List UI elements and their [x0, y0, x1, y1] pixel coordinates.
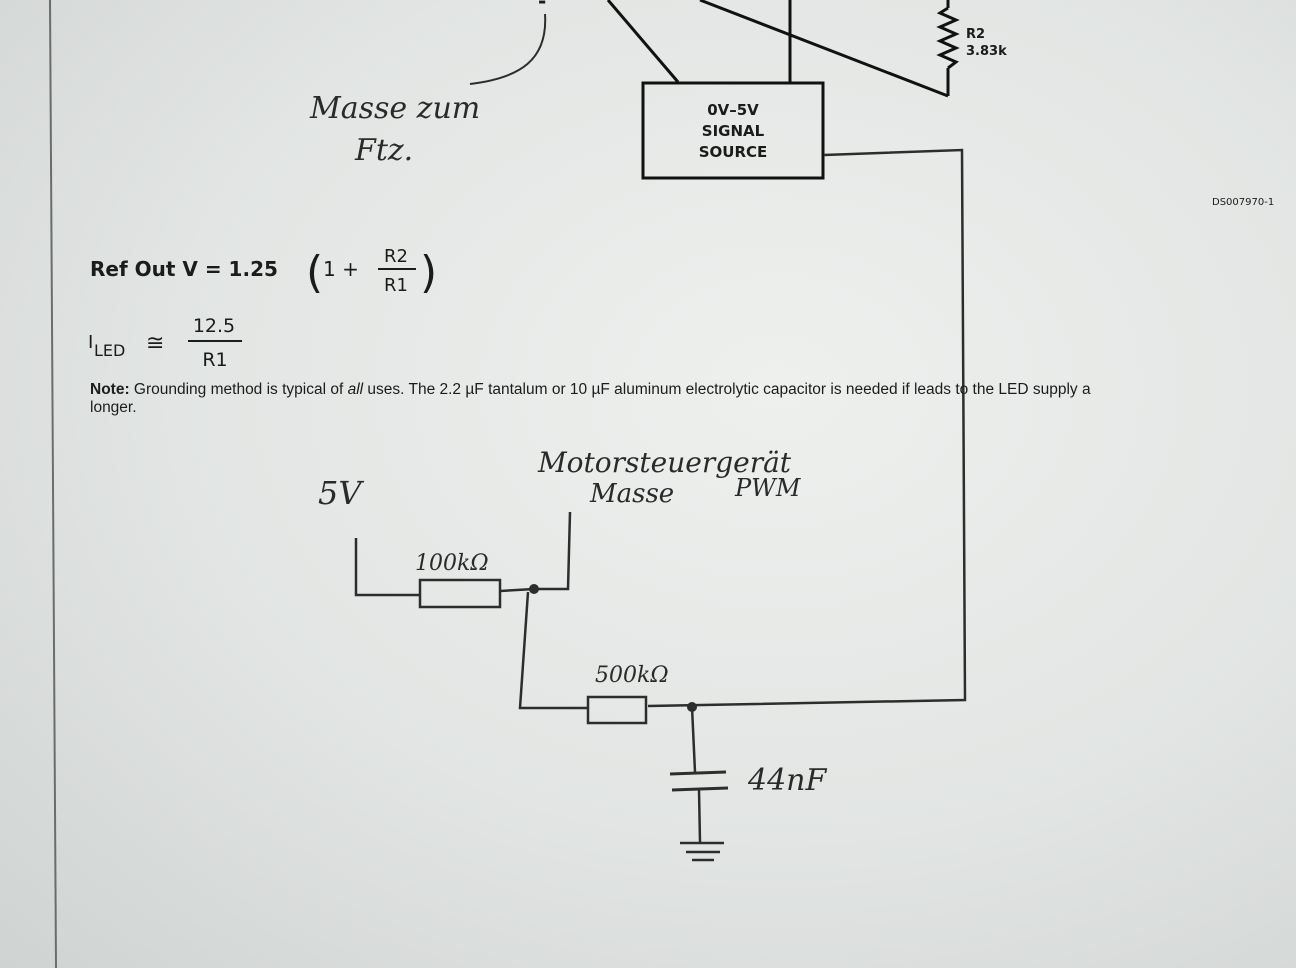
pencil-wire-junction-down: [518, 591, 588, 710]
signal-source-line-3: SOURCE: [699, 143, 768, 161]
wire-diagonal-long: [699, 0, 949, 98]
formula-frac-num: R2: [384, 246, 408, 267]
handwritten-pwm: PWM: [734, 474, 802, 502]
resistor-500k: [586, 695, 648, 725]
i-led-denominator: R1: [202, 349, 227, 371]
minus-sign: -: [538, 0, 546, 13]
pencil-wire-signal-return: [647, 148, 967, 708]
pencil-wire-cap-top: [690, 706, 697, 773]
signal-source-box: [641, 81, 825, 180]
handwritten-masse-line-1: Masse zum: [309, 91, 480, 126]
masse-arrow-line: [469, 13, 547, 85]
handwritten-masse-line-2: Ftz.: [354, 133, 413, 168]
formula-close-paren: ): [420, 247, 437, 298]
wire-diagonal-left: [606, 0, 680, 83]
pencil-wire-cap-bottom: [697, 789, 702, 843]
r2-resistor-symbol: [936, 6, 960, 70]
pencil-wire-motor-masse: [534, 511, 572, 591]
pencil-wire-5v: [354, 538, 420, 597]
capacitor-plate-top: [669, 770, 727, 776]
pencil-wire-100k-right: [499, 587, 535, 593]
formula-open-paren: (: [306, 247, 323, 298]
note-label: Note:: [90, 381, 130, 398]
capacitor-plate-bottom: [671, 786, 729, 792]
i-led-subscript: LED: [94, 341, 125, 360]
formula-one-plus: 1 +: [323, 257, 359, 281]
grounding-note: Note: Grounding method is typical of all…: [90, 381, 1296, 417]
handwritten-5v: 5V: [318, 474, 364, 512]
page-margin-line: [49, 0, 57, 968]
handwritten-motorsteuergeraet: Motorsteuergerät: [537, 446, 792, 479]
i-led-numerator: 12.5: [193, 315, 235, 337]
note-emphasis: all: [347, 381, 364, 398]
r2-value: 3.83k: [966, 44, 1007, 59]
approx-symbol: ≅: [146, 331, 164, 356]
handwritten-masse: Masse: [589, 479, 674, 509]
handwritten-44nf: 44nF: [747, 763, 827, 798]
note-text-after: uses. The 2.2 µF tantalum or 10 µF alumi…: [363, 381, 1091, 398]
r2-label: R2: [966, 27, 985, 42]
figure-id: DS007970-1: [1212, 197, 1274, 208]
signal-source-line-2: SIGNAL: [702, 122, 765, 140]
resistor-100k: [418, 578, 502, 609]
handwritten-500k: 500kΩ: [595, 663, 669, 688]
i-led-symbol: I: [88, 332, 93, 353]
ref-out-formula: Ref Out V = 1.25: [90, 257, 278, 281]
signal-source-line-1: 0V–5V: [707, 101, 759, 119]
note-text-before: Grounding method is typical of: [129, 381, 348, 398]
formula-frac-den: R1: [384, 275, 408, 296]
handwritten-100k: 100kΩ: [415, 551, 489, 576]
note-line-2: longer.: [90, 399, 137, 416]
junction-dot-top: [529, 584, 539, 594]
